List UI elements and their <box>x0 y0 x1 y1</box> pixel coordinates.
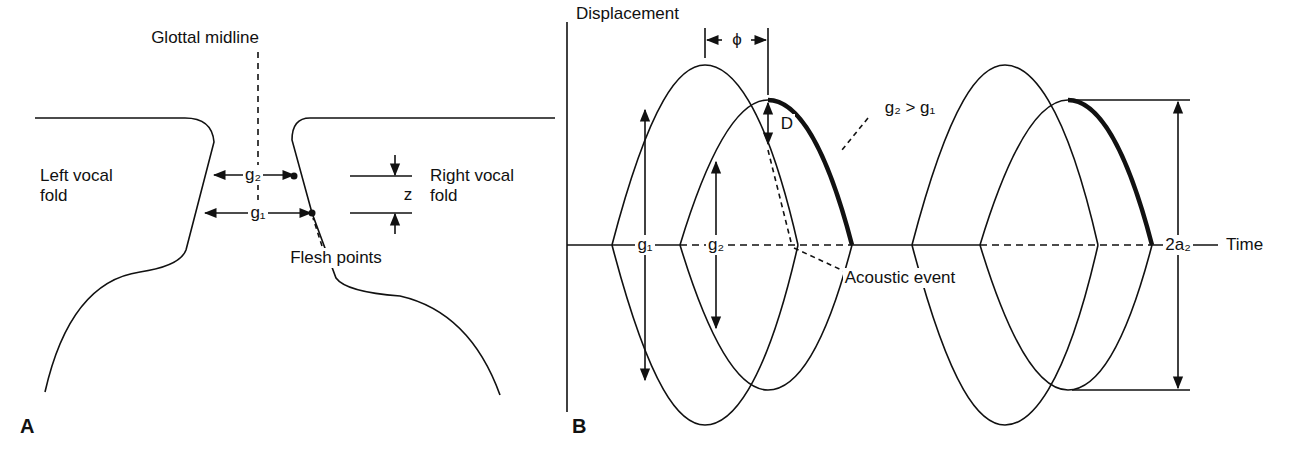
leader-line <box>313 218 322 246</box>
leader-line <box>768 150 791 242</box>
phi-arrow <box>751 39 766 41</box>
a2-extension <box>1072 99 1190 101</box>
flesh-point <box>291 173 298 180</box>
note: g₂ > g₁ <box>883 98 938 118</box>
g1-curve <box>912 65 1098 245</box>
time-axis <box>980 244 1152 246</box>
dimension-label: z <box>402 185 415 205</box>
part-name: Left vocal fold <box>38 166 132 205</box>
dimension-label: g₂ <box>706 235 726 255</box>
dimension-label: ϕ <box>730 30 744 50</box>
dimension-label: g₂ <box>243 165 263 185</box>
flesh-point <box>309 210 316 217</box>
phi-tick <box>704 28 706 58</box>
d-dimension <box>767 103 769 144</box>
g2-curve-thick <box>1068 100 1152 245</box>
z-arrow <box>394 155 396 175</box>
dimension-label: g₁ <box>635 235 654 255</box>
g2-curve-thick <box>768 100 852 245</box>
z-arrow <box>394 214 396 234</box>
dimension-label: 2a₂ <box>1163 235 1193 255</box>
leader-line <box>794 248 846 272</box>
axis-label: Displacement <box>574 4 681 24</box>
time-axis <box>567 244 680 246</box>
g1-curve <box>612 245 798 425</box>
g2-curve <box>680 100 768 245</box>
g2-curve <box>980 245 1152 390</box>
time-axis <box>852 244 980 246</box>
panel-letter: A <box>18 415 36 438</box>
part-name: Right vocal fold <box>428 166 532 205</box>
axis-label: Glottal midline <box>149 28 261 48</box>
z-extension <box>350 212 412 214</box>
left-vocal-fold <box>35 118 214 392</box>
phi-arrow <box>707 39 722 41</box>
panel-letter: B <box>570 415 588 438</box>
phi-tick <box>767 28 769 95</box>
z-extension <box>350 175 412 177</box>
displacement-axis <box>566 22 568 412</box>
g2-curve <box>980 100 1068 245</box>
a2-extension <box>1072 389 1190 391</box>
dimension-label: g₁ <box>248 203 267 223</box>
note: Acoustic event <box>843 268 958 288</box>
leader-line <box>842 118 868 150</box>
part-name: Flesh points <box>288 248 384 268</box>
axis-label: Time <box>1224 235 1265 255</box>
g2-curve <box>680 245 852 390</box>
g1-curve <box>612 65 798 245</box>
dimension-label: D <box>779 114 795 134</box>
